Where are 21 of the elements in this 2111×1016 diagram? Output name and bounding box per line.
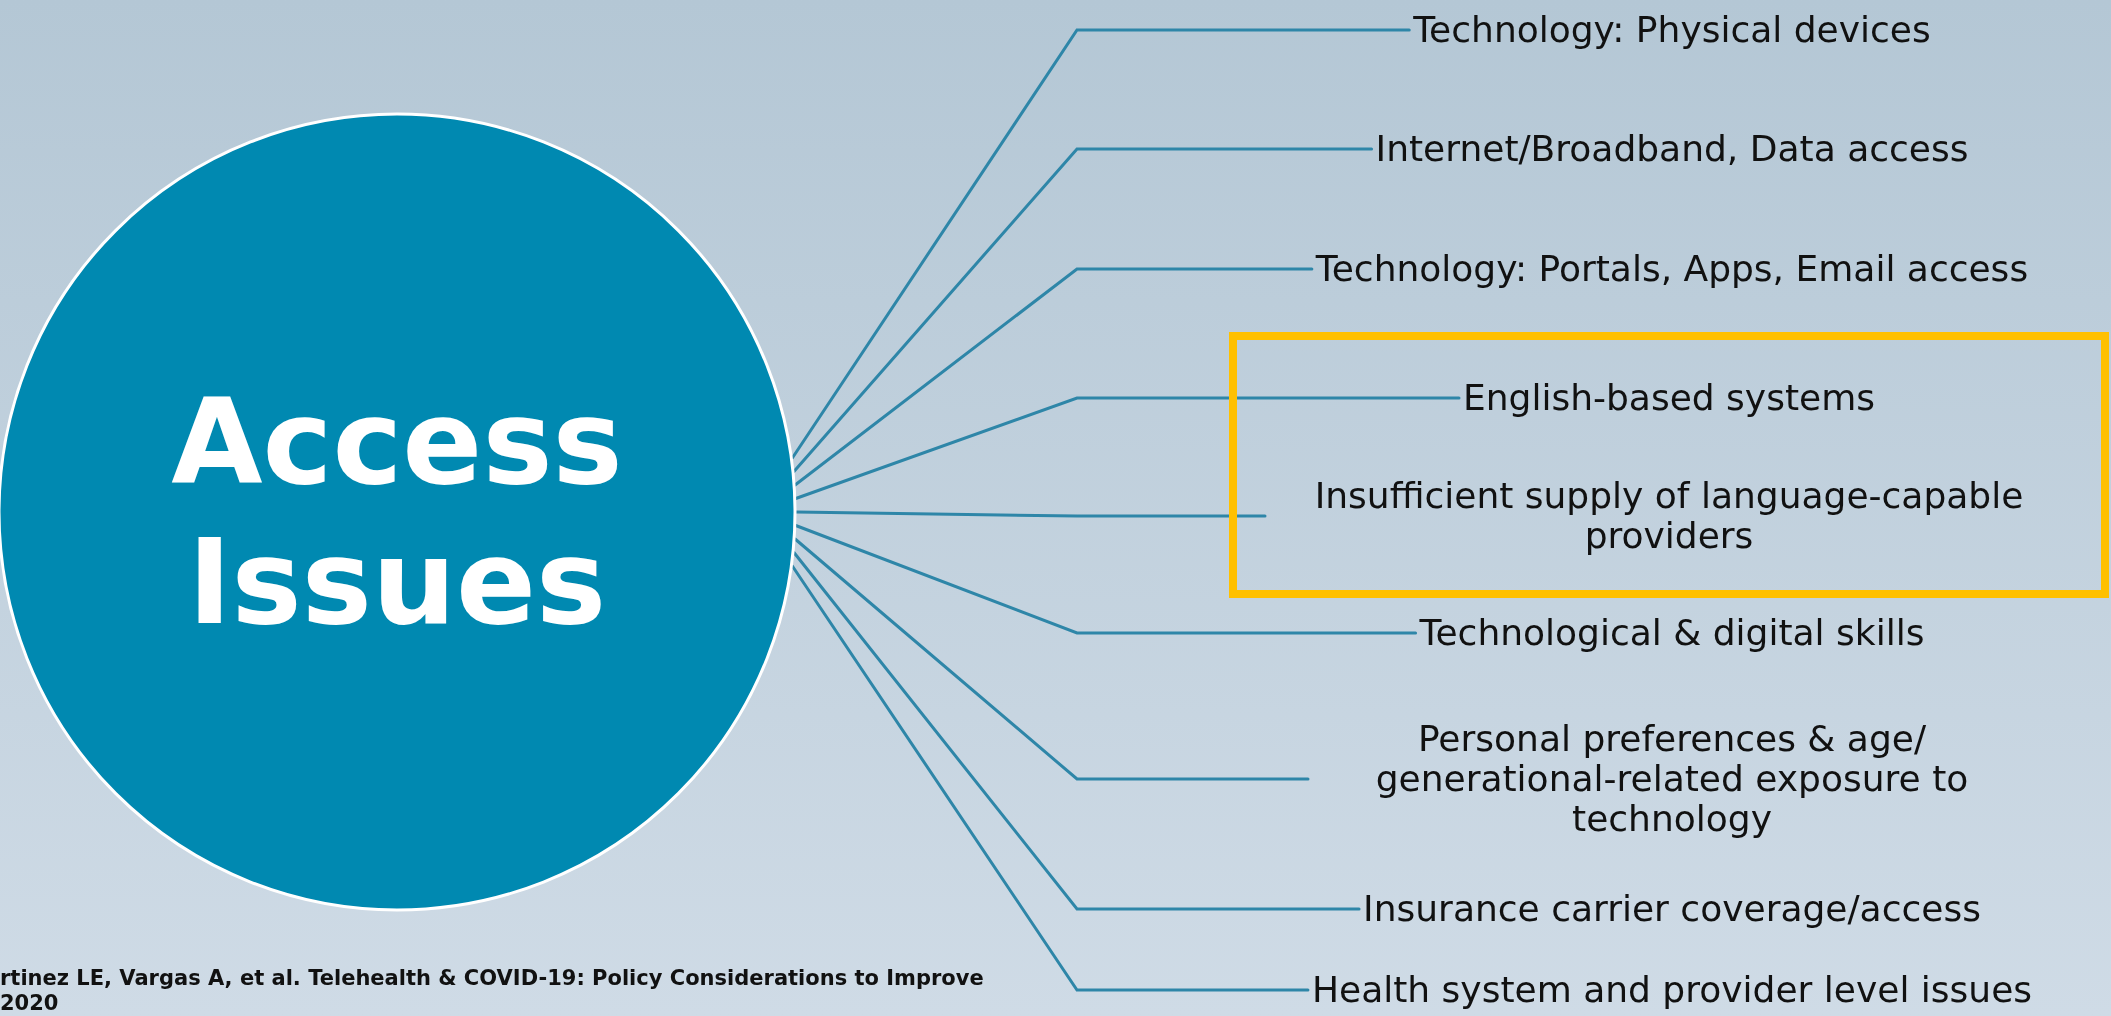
citation-text: 2020 (0, 991, 59, 1015)
issue-text: Technology: Physical devices (1413, 10, 1931, 50)
issue-text: Health system and provider level issues (1311, 970, 2033, 1010)
issue-text: Insufficient supply of language-capable providers (1313, 476, 2025, 556)
title-text: Access Issues (170, 372, 624, 652)
connector-line (793, 537, 1310, 781)
issue-text: Technological & digital skills (1419, 613, 1925, 653)
connector-line (794, 524, 1418, 635)
connector-line (792, 551, 1361, 911)
issue-text: Internet/Broadband, Data access (1375, 129, 1969, 169)
connector-line (794, 396, 1461, 500)
issue-text: Insurance carrier coverage/access (1363, 889, 1981, 929)
issue-text: Technology: Portals, Apps, Email access (1315, 249, 2029, 289)
connector-line (793, 267, 1314, 487)
connector-line (792, 147, 1374, 473)
connector-line (790, 28, 1411, 460)
highlight-frame (1229, 332, 2109, 598)
issue-text: Personal preferences & age/ generational-related exposure to technology (1374, 719, 1970, 839)
issue-text: English-based systems (1463, 378, 1875, 418)
connector-line (790, 564, 1310, 992)
citation-text: rtinez LE, Vargas A, et al. Telehealth & COVID-19: Policy Considerations to Improve (0, 966, 984, 990)
